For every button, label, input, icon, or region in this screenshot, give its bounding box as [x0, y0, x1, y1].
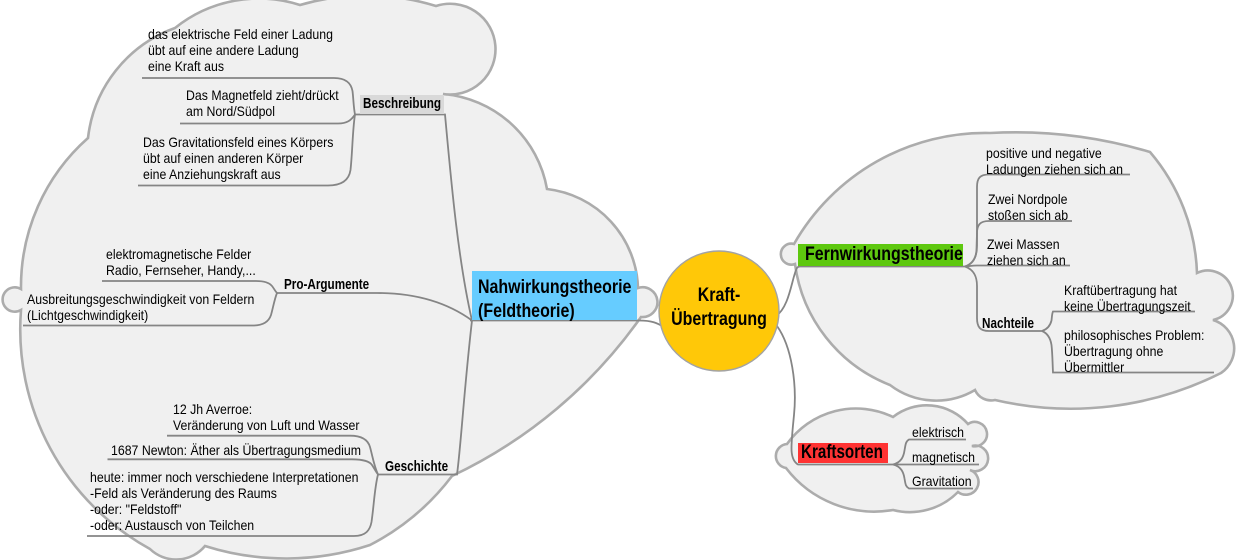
cloud-fernwirkungstheorie	[779, 131, 1236, 410]
node-kraftsorten-item-0[interactable]: elektrisch	[912, 424, 971, 442]
node-geschichte-item-1[interactable]: 1687 Newton: Äther als Übertragungsmediu…	[111, 442, 395, 460]
node-fernwirkungstheorie[interactable]: Fernwirkungstheorie	[798, 244, 963, 266]
node-kraftsorten-label: Kraftsorten	[801, 442, 883, 463]
node-geschichte-item-1-label: 1687 Newton: Äther als Übertragungsmediu…	[110, 442, 361, 458]
edge-beschreibung-item0	[142, 77, 356, 115]
node-kraftsorten-item-1-label: magnetisch	[912, 448, 976, 465]
node-beschreibung-item-0-label: das elektrische Feld einer Ladung übt au…	[148, 26, 333, 75]
node-kraftsorten-item-1[interactable]: magnetisch	[912, 449, 984, 467]
node-geschichte[interactable]: Geschichte	[385, 458, 466, 476]
edge-proargumente-item1	[23, 292, 278, 327]
node-fern-item-1[interactable]: Zwei Nordpole stoßen sich ab	[988, 191, 1079, 225]
edge-fern-item1	[964, 220, 1072, 268]
edge-nachteile-item1	[1041, 330, 1214, 374]
node-pro-argumente[interactable]: Pro-Argumente	[284, 276, 393, 294]
node-beschreibung-item-1-label: Das Magnetfeld zieht/drückt am Nord/Südp…	[185, 87, 339, 120]
node-kraftsorten[interactable]: Kraftsorten	[798, 443, 888, 463]
edge-root-kraftsorten	[776, 325, 893, 466]
node-pro-argumente-item-0-label: elektromagnetische Felder Radio, Fernseh…	[106, 246, 256, 279]
edge-kraftsorten-item2	[892, 463, 973, 490]
edge-geschichte-item1	[107, 458, 379, 476]
node-beschreibung-item-2-label: Das Gravitationsfeld eines Körpers übt a…	[143, 134, 334, 183]
node-geschichte-item-0-label: 12 Jh Averroe: Veränderung von Luft und …	[173, 401, 360, 434]
node-beschreibung-label: Beschreibung	[363, 95, 442, 112]
edge-root-fernwirkungstheorie	[775, 265, 965, 317]
node-kraftsorten-item-0-label: elektrisch	[912, 424, 965, 441]
edge-beschreibung-item1	[180, 113, 356, 125]
node-beschreibung-item-0[interactable]: das elektrische Feld einer Ladung übt au…	[148, 26, 358, 76]
node-pro-argumente-item-0[interactable]: elektromagnetische Felder Radio, Fernseh…	[106, 246, 276, 280]
node-geschichte-item-2[interactable]: heute: immer noch verschiedene Interpret…	[90, 469, 395, 535]
edge-fern-nachteile	[964, 265, 1042, 332]
edge-nahwirkungstheorie-geschichte	[378, 320, 473, 476]
root-node-circle[interactable]	[658, 250, 780, 372]
node-beschreibung-item-1[interactable]: Das Magnetfeld zieht/drückt am Nord/Südp…	[186, 87, 360, 121]
node-fern-item-1-label: Zwei Nordpole stoßen sich ab	[987, 190, 1068, 223]
edge-beschreibung-item2	[138, 114, 356, 187]
node-geschichte-label: Geschichte	[385, 458, 449, 475]
node-nachteile-item-1-label: philosophisches Problem: Übertragung ohn…	[1064, 327, 1205, 376]
edge-nahwirkungstheorie-beschreibung	[355, 113, 473, 321]
node-beschreibung-item-2[interactable]: Das Gravitationsfeld eines Körpers übt a…	[143, 134, 359, 184]
node-nachteile[interactable]: Nachteile	[982, 315, 1049, 333]
node-root[interactable]: Kraft- Übertragung	[619, 284, 819, 332]
node-kraftsorten-item-2[interactable]: Gravitation	[912, 473, 980, 491]
node-nahwirkungstheorie[interactable]: Nahwirkungstheorie (Feldtheorie)	[472, 271, 637, 322]
edge-geschichte-item0	[167, 434, 379, 475]
node-beschreibung[interactable]: Beschreibung	[360, 95, 444, 114]
node-nahwirkungstheorie-label: Nahwirkungstheorie (Feldtheorie)	[478, 277, 632, 322]
node-fern-item-0[interactable]: positive und negative Ladungen ziehen si…	[986, 145, 1142, 179]
node-fern-item-2[interactable]: Zwei Massen ziehen sich an	[987, 236, 1077, 270]
node-fern-item-2-label: Zwei Massen ziehen sich an	[987, 236, 1066, 269]
edge-layer	[23, 77, 1214, 537]
cloud-nahwirkungstheorie	[1, 0, 659, 560]
node-pro-argumente-item-1-label: Ausbreitungsgeschwindigkeit von Feldern …	[26, 291, 255, 324]
edge-kraftsorten-item0	[892, 438, 966, 466]
node-pro-argumente-label: Pro-Argumente	[284, 276, 370, 293]
node-fern-item-0-label: positive und negative Ladungen ziehen si…	[986, 145, 1124, 178]
edge-nachteile-item0	[1041, 310, 1195, 332]
node-nachteile-item-0-label: Kraftübertragung hat keine Übertragungsz…	[1064, 282, 1191, 315]
node-nachteile-item-1[interactable]: philosophisches Problem: Übertragung ohn…	[1064, 327, 1224, 377]
node-root-label: Kraft- Übertragung	[671, 285, 767, 330]
node-geschichte-item-2-label: heute: immer noch verschiedene Interpret…	[90, 469, 359, 534]
edge-geschichte-item2	[87, 474, 379, 537]
edge-nahwirkungstheorie-proargumente	[277, 292, 473, 322]
node-geschichte-item-0[interactable]: 12 Jh Averroe: Veränderung von Luft und …	[173, 401, 385, 435]
node-pro-argumente-item-1[interactable]: Ausbreitungsgeschwindigkeit von Feldern …	[27, 291, 285, 325]
node-fernwirkungstheorie-label: Fernwirkungstheorie	[805, 244, 963, 265]
node-kraftsorten-item-2-label: Gravitation	[912, 472, 972, 489]
node-nachteile-item-0[interactable]: Kraftübertragung hat keine Übertragungsz…	[1064, 282, 1208, 316]
node-nachteile-label: Nachteile	[982, 315, 1035, 332]
edge-proargumente-item0	[102, 280, 278, 294]
